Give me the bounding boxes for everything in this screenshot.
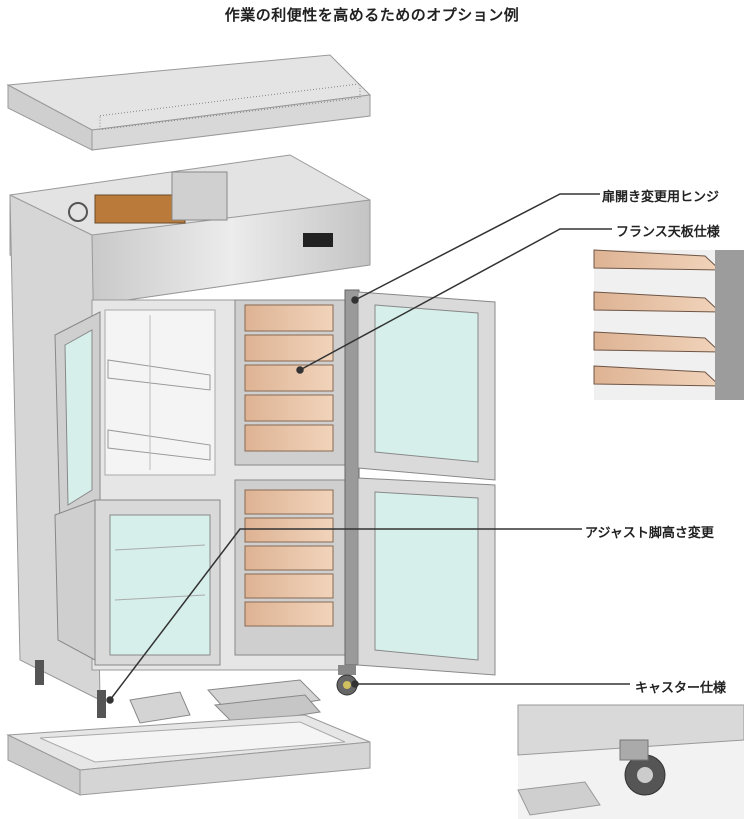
controller-display [303,233,333,247]
diagram-title: 作業の利便性を高めるためのオプション例 [224,6,520,24]
adjuster-leg [97,690,106,718]
callout-caster: キャスター仕様 [635,681,727,696]
lower-left-door [94,499,221,666]
callout-french-top: フランス天板仕様 [616,225,720,240]
upper-right-door [357,291,496,481]
upper-left-compartment [104,309,216,476]
callout-door-hinge: 扉開き変更用ヒンジ [602,190,720,205]
french-top-inset [593,249,744,400]
lower-right-compartment [234,479,346,656]
lower-right-door [357,477,496,676]
caster-icon [336,665,358,696]
leg [35,660,44,685]
top-panel [6,54,372,151]
upper-right-compartment [234,299,346,466]
caster-inset [517,704,744,819]
base-plinth [6,714,371,796]
callout-adjuster: アジャスト脚高さ変更 [585,526,714,541]
gastronorm-pans [129,679,322,726]
hinge-strip [344,289,360,666]
machine-compartment [9,154,371,306]
leader-lines [106,193,630,704]
